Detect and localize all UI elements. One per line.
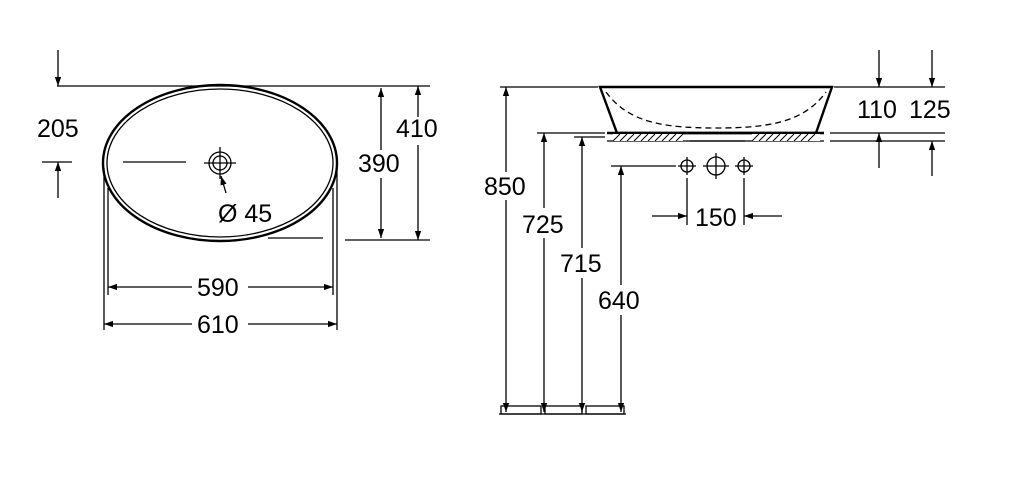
dim-205-label: 205 xyxy=(37,115,79,143)
side-view: 110 125 150 850 xyxy=(484,50,951,415)
dim-125-label: 125 xyxy=(909,96,951,124)
basin-inner-profile xyxy=(605,91,827,129)
dim-715-label: 715 xyxy=(560,250,602,278)
tap-hole-right xyxy=(735,157,753,175)
top-view: Ø 45 205 390 410 590 610 xyxy=(37,50,438,339)
dim-640-label: 640 xyxy=(598,287,640,315)
drain-leader xyxy=(220,175,227,194)
dim-725-label: 725 xyxy=(522,211,564,239)
drain-hole-center xyxy=(703,153,729,179)
dim-390-label: 390 xyxy=(358,150,400,178)
dim-150-label: 150 xyxy=(695,204,737,232)
drain-symbol xyxy=(204,147,236,179)
dim-610-label: 610 xyxy=(197,311,239,339)
dim-410-label: 410 xyxy=(396,115,438,143)
dim-850-label: 850 xyxy=(484,173,526,201)
tap-hole-left xyxy=(678,157,696,175)
basin-outer-rim xyxy=(101,83,339,243)
dim-110-label: 110 xyxy=(857,96,897,124)
basin-profile xyxy=(598,85,834,135)
countertop-hatch-left xyxy=(612,133,684,142)
dim-590-label: 590 xyxy=(197,274,239,302)
floor-blocks xyxy=(499,405,626,415)
drain-diameter-label: Ø 45 xyxy=(218,200,272,228)
countertop-hatch-right xyxy=(751,133,820,142)
basin-inner-rim xyxy=(106,88,334,238)
